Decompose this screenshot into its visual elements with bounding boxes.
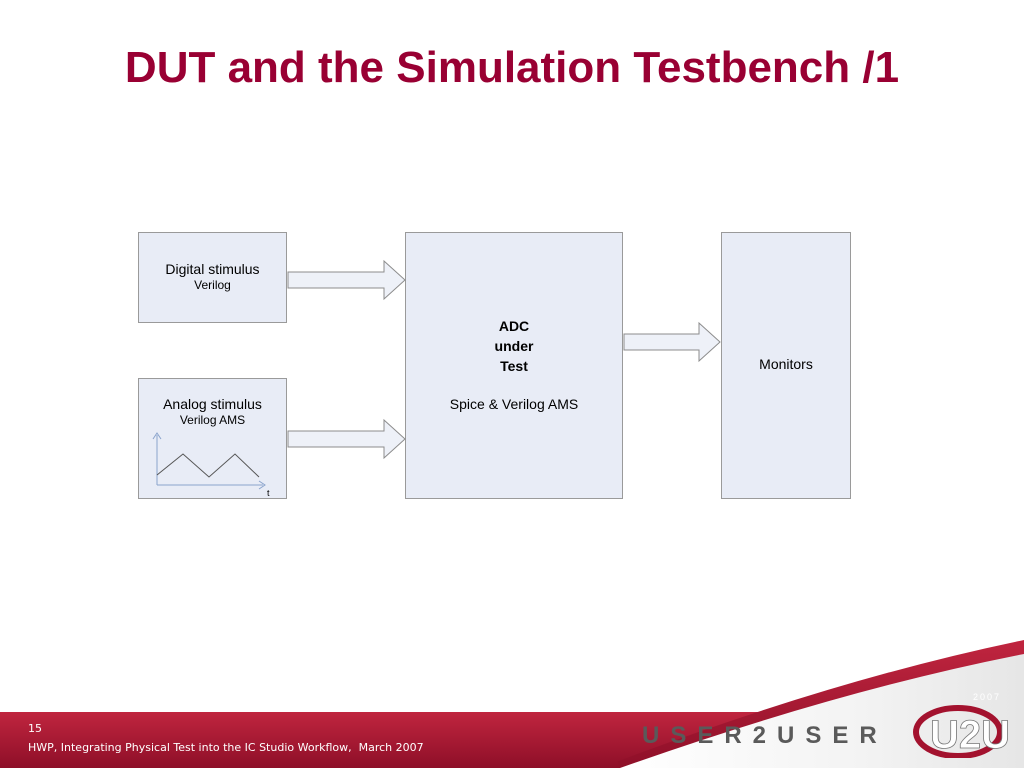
analog-stimulus-label: Analog stimulus	[163, 396, 262, 412]
logo-year: 2007	[973, 692, 1001, 702]
logo-mark: U2U	[930, 713, 1010, 757]
triangle-wave	[156, 453, 260, 478]
digital-stimulus-label: Digital stimulus	[165, 261, 260, 277]
slide-number: 15	[28, 722, 42, 735]
footer-band	[0, 640, 1024, 768]
adc-title-line3: Test	[500, 358, 528, 374]
logo-wordmark: USER2USER	[642, 722, 888, 749]
monitors-box: Monitors	[721, 232, 851, 499]
user2user-logo: USER2USER U2U 2007	[642, 692, 1010, 758]
adc-description: Spice & Verilog AMS	[449, 396, 579, 412]
arrow-adc-to-monitors	[623, 321, 721, 363]
graph-time-label: t	[267, 488, 270, 498]
analog-stimulus-sublabel: Verilog AMS	[179, 413, 246, 427]
footer-caption: HWP, Integrating Physical Test into the …	[28, 741, 424, 754]
arrow-analog-to-adc	[287, 418, 406, 460]
slide-title: DUT and the Simulation Testbench /1	[124, 43, 900, 92]
adc-title-line1: ADC	[498, 318, 530, 334]
adc-under-test-box: ADC under Test Spice & Verilog AMS	[405, 232, 623, 499]
digital-stimulus-sublabel: Verilog	[194, 278, 231, 292]
monitors-label: Monitors	[759, 356, 813, 372]
graph-y-arrowhead	[152, 432, 162, 440]
digital-stimulus-box: Digital stimulus Verilog	[138, 232, 287, 323]
triangle-wave-graph: t	[152, 432, 270, 498]
graph-x-arrowhead	[258, 480, 266, 490]
arrow-digital-to-adc	[287, 259, 406, 301]
adc-title-line2: under	[494, 338, 534, 354]
analog-stimulus-box: Analog stimulus Verilog AMS t	[138, 378, 287, 499]
logo-swoosh	[913, 705, 1003, 758]
